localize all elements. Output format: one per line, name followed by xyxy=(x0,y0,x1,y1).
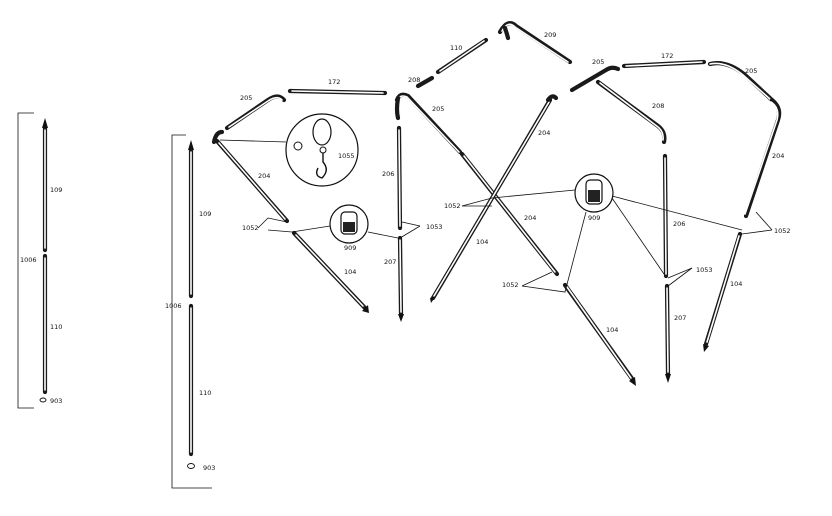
label-1053-center: 1053 xyxy=(426,223,443,231)
frame-left-section xyxy=(211,88,388,313)
label-204-cross: 204 xyxy=(524,214,536,222)
label-109-small: 109 xyxy=(50,186,62,194)
label-204-left: 204 xyxy=(258,172,270,180)
label-104-right: 104 xyxy=(730,280,742,288)
label-208-right: 208 xyxy=(652,102,664,110)
clip-detail-1055 xyxy=(219,113,359,187)
frame-center-crossing xyxy=(430,59,775,386)
label-207-right: 207 xyxy=(674,314,686,322)
label-1052-left: 1052 xyxy=(242,224,259,232)
label-1053-right: 1053 xyxy=(696,266,713,274)
label-1055: 1055 xyxy=(338,152,355,160)
label-903-small: 903 xyxy=(50,397,62,405)
cap-small xyxy=(39,397,47,403)
label-205-center: 205 xyxy=(432,105,444,113)
label-110-small: 110 xyxy=(50,323,62,331)
label-207-center: 207 xyxy=(384,258,396,266)
bracket-1006-large xyxy=(171,134,212,489)
label-205-left: 205 xyxy=(240,94,252,102)
label-110-large: 110 xyxy=(199,389,211,397)
cap-large xyxy=(187,463,195,469)
pole-assembly-small xyxy=(17,112,48,409)
label-909-left: 909 xyxy=(344,244,356,252)
label-104-center: 104 xyxy=(476,238,488,246)
label-903-large: 903 xyxy=(203,464,215,472)
label-209: 209 xyxy=(544,31,556,39)
leader-lines xyxy=(257,189,773,293)
label-204-right: 204 xyxy=(772,152,784,160)
bracket-1006-small xyxy=(17,112,34,409)
label-104-left: 104 xyxy=(344,268,356,276)
frame-right-section xyxy=(595,79,782,383)
fitting-detail-909-left xyxy=(329,204,369,244)
label-210: 110 xyxy=(450,44,462,52)
label-208-top: 208 xyxy=(408,76,420,84)
label-205-far: 205 xyxy=(745,67,757,75)
label-909-right: 909 xyxy=(588,214,600,222)
label-172-left: 172 xyxy=(328,78,340,86)
label-1006-small: 1006 xyxy=(20,256,37,264)
fitting-detail-909-right xyxy=(574,173,614,213)
label-104-lower: 104 xyxy=(606,326,618,334)
label-206-right: 206 xyxy=(673,220,685,228)
label-172-right: 172 xyxy=(661,52,673,60)
label-109-large: 109 xyxy=(199,210,211,218)
label-1006-large: 1006 xyxy=(165,302,182,310)
label-1052-lower: 1052 xyxy=(502,281,519,289)
frame-center-upright xyxy=(394,21,573,322)
label-206-center: 206 xyxy=(382,170,394,178)
label-204-center: 204 xyxy=(538,129,550,137)
pole-assembly-large xyxy=(171,134,212,489)
reference-numerals: 1006 109 110 903 1006 109 110 903 205 17… xyxy=(20,31,791,472)
label-205-right: 205 xyxy=(592,58,604,66)
label-1052-center: 1052 xyxy=(444,202,461,210)
label-1052-right: 1052 xyxy=(774,227,791,235)
